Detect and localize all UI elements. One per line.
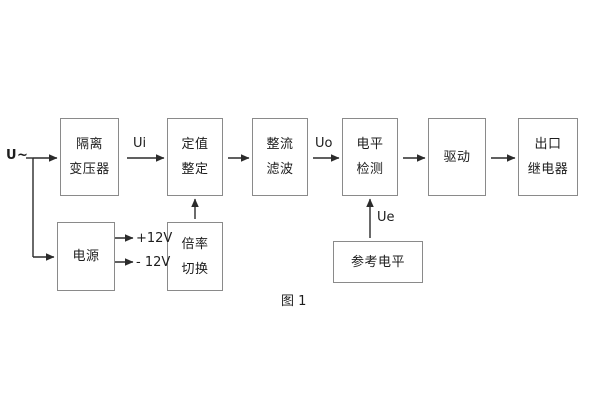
label-signal-ue: Ue <box>377 210 395 225</box>
block-label-line: 隔离 <box>75 137 103 152</box>
label-signal-uo: Uo <box>315 136 333 151</box>
block-output-relay[interactable]: 出口 继电器 <box>518 118 578 196</box>
block-label-line: 电源 <box>72 249 100 264</box>
block-reference-level[interactable]: 参考电平 <box>333 241 423 283</box>
block-driver[interactable]: 驱动 <box>428 118 486 196</box>
block-label-line: 继电器 <box>527 162 569 177</box>
figure-caption: 图 1 <box>281 294 307 309</box>
block-setting-value[interactable]: 定值 整定 <box>167 118 223 196</box>
label-signal-ui: Ui <box>133 136 147 151</box>
block-label-line: 出口 <box>534 137 562 152</box>
block-multiplier-switch[interactable]: 倍率 切换 <box>167 222 223 291</box>
block-power-supply[interactable]: 电源 <box>57 222 115 291</box>
block-label-line: 变压器 <box>69 162 110 177</box>
block-rectifier-filter[interactable]: 整流 滤波 <box>252 118 308 196</box>
block-label-line: 电平 <box>356 137 384 152</box>
label-source-voltage: U~ <box>6 148 29 163</box>
label-rail-positive-12v: +12V <box>136 231 173 246</box>
block-label-line: 切换 <box>181 261 209 277</box>
block-label-line: 整定 <box>181 162 209 177</box>
block-level-detection[interactable]: 电平 检测 <box>342 118 398 196</box>
block-label-line: 驱动 <box>443 149 471 165</box>
connector-source-to-split <box>26 157 34 257</box>
block-label-line: 参考电平 <box>350 254 405 270</box>
block-label-line: 滤波 <box>266 162 294 177</box>
block-label-line: 倍率 <box>181 236 209 252</box>
block-isolation-transformer[interactable]: 隔离 变压器 <box>60 118 119 196</box>
block-label-line: 整流 <box>266 137 294 152</box>
label-rail-negative-12v: - 12V <box>136 255 171 270</box>
block-label-line: 定值 <box>181 137 209 152</box>
block-label-line: 检测 <box>356 162 384 177</box>
